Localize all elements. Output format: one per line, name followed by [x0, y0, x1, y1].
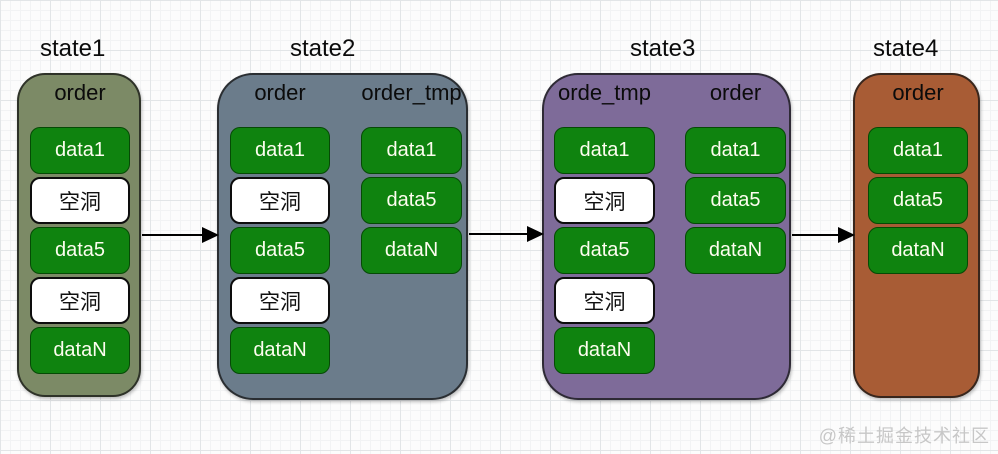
state2-title: state2	[290, 35, 356, 62]
arrow-state2-to-state3	[469, 226, 544, 242]
state1-column-order: order data1 空洞 data5 空洞 dataN	[30, 75, 130, 395]
hole-block: 空洞	[554, 177, 655, 224]
data-block: dataN	[868, 227, 968, 274]
state3-container: orde_tmp data1 空洞 data5 空洞 dataN order d…	[542, 73, 791, 400]
arrowhead-icon	[202, 227, 219, 243]
arrow-state3-to-state4	[792, 227, 855, 243]
data-block: data1	[868, 127, 968, 174]
hole-block: 空洞	[554, 277, 655, 324]
data-block: data1	[554, 127, 655, 174]
state2-column-order: order data1 空洞 data5 空洞 dataN	[230, 75, 330, 398]
data-block: dataN	[30, 327, 130, 374]
column-label: order	[54, 80, 106, 105]
state1-title: state1	[40, 35, 106, 62]
data-block: dataN	[361, 227, 462, 274]
block-stack: data1 空洞 data5 空洞 dataN	[230, 127, 330, 377]
state4-title: state4	[873, 35, 939, 62]
hole-block: 空洞	[230, 177, 330, 224]
data-block: data1	[685, 127, 786, 174]
data-block: data1	[30, 127, 130, 174]
block-stack: data1 空洞 data5 空洞 dataN	[30, 127, 130, 377]
data-block: data5	[361, 177, 462, 224]
column-label: order	[892, 80, 944, 105]
column-label: order	[709, 80, 762, 105]
data-block: data5	[685, 177, 786, 224]
state3-title: state3	[630, 35, 696, 62]
data-block: data5	[30, 227, 130, 274]
watermark: @稀土掘金技术社区	[818, 426, 990, 446]
state2-column-order-tmp: order_tmp data1 data5 dataN	[361, 75, 462, 398]
block-stack: data1 data5 dataN	[685, 127, 786, 277]
block-stack: data1 空洞 data5 空洞 dataN	[554, 127, 655, 377]
hole-block: 空洞	[230, 277, 330, 324]
data-block: data5	[554, 227, 655, 274]
state4-column-order: order data1 data5 dataN	[868, 75, 968, 396]
block-stack: data1 data5 dataN	[868, 127, 968, 277]
data-block: data1	[230, 127, 330, 174]
column-label: orde_tmp	[558, 80, 651, 105]
column-label: order	[254, 80, 306, 105]
state1-container: order data1 空洞 data5 空洞 dataN	[17, 73, 141, 397]
data-block: dataN	[685, 227, 786, 274]
arrowhead-icon	[838, 227, 855, 243]
data-block: data1	[361, 127, 462, 174]
state3-column-order: order data1 data5 dataN	[685, 75, 786, 398]
data-block: dataN	[554, 327, 655, 374]
arrow-state1-to-state2	[142, 227, 219, 243]
hole-block: 空洞	[30, 277, 130, 324]
data-block: data5	[230, 227, 330, 274]
arrowhead-icon	[527, 226, 544, 242]
hole-block: 空洞	[30, 177, 130, 224]
state3-column-orde-tmp: orde_tmp data1 空洞 data5 空洞 dataN	[554, 75, 655, 398]
column-label: order_tmp	[361, 80, 462, 105]
state2-container: order data1 空洞 data5 空洞 dataN order_tmp …	[217, 73, 468, 400]
block-stack: data1 data5 dataN	[361, 127, 462, 277]
data-block: dataN	[230, 327, 330, 374]
state4-container: order data1 data5 dataN	[853, 73, 980, 398]
data-block: data5	[868, 177, 968, 224]
